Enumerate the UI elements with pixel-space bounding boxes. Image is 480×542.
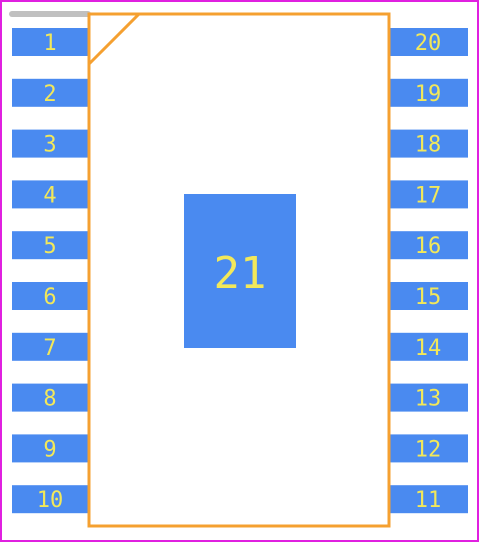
pad-label-left: 8 xyxy=(43,387,56,412)
pad-right xyxy=(390,383,468,412)
pad-right xyxy=(390,231,468,260)
pad-right xyxy=(390,129,468,158)
pad-left xyxy=(12,485,90,514)
pad-label-right: 17 xyxy=(415,183,442,208)
thermal-pad-label: 21 xyxy=(214,248,267,299)
pad-right xyxy=(390,332,468,361)
pad-label-left: 2 xyxy=(43,82,56,107)
pin1-chamfer xyxy=(87,12,141,66)
pad-label-right: 13 xyxy=(415,387,442,412)
pad-label-left: 5 xyxy=(43,234,56,259)
pad-label-right: 19 xyxy=(415,82,442,107)
pad-right xyxy=(390,282,468,310)
pad-label-right: 18 xyxy=(415,133,442,158)
pad-left xyxy=(12,129,90,158)
pad-left xyxy=(12,434,90,463)
pad-label-left: 9 xyxy=(43,437,56,462)
pad-right xyxy=(390,180,468,209)
pad-label-right: 11 xyxy=(415,488,442,513)
pad-label-right: 15 xyxy=(415,285,442,310)
pad-left xyxy=(12,231,90,260)
pad-label-left: 7 xyxy=(43,336,56,361)
pad-label-left: 3 xyxy=(43,133,56,158)
pad-right xyxy=(390,28,468,56)
pad-label-left: 10 xyxy=(37,488,64,513)
pad-label-right: 14 xyxy=(415,336,442,361)
pad-right xyxy=(390,434,468,463)
pad-label-left: 1 xyxy=(43,31,56,56)
pad-label-left: 4 xyxy=(43,183,56,208)
pad-left xyxy=(12,180,90,209)
pad-left xyxy=(12,332,90,361)
pad-left xyxy=(12,78,90,107)
pad-label-right: 12 xyxy=(415,437,442,462)
pad-right xyxy=(390,78,468,107)
pad-left xyxy=(12,28,90,56)
pad-right xyxy=(390,485,468,514)
pad-label-left: 6 xyxy=(43,285,56,310)
pad-left xyxy=(12,282,90,310)
pad-left xyxy=(12,383,90,412)
thermal-pad xyxy=(184,194,296,348)
component-body-outline xyxy=(87,12,391,528)
pad-label-right: 20 xyxy=(415,31,442,56)
pad-label-right: 16 xyxy=(415,234,442,259)
